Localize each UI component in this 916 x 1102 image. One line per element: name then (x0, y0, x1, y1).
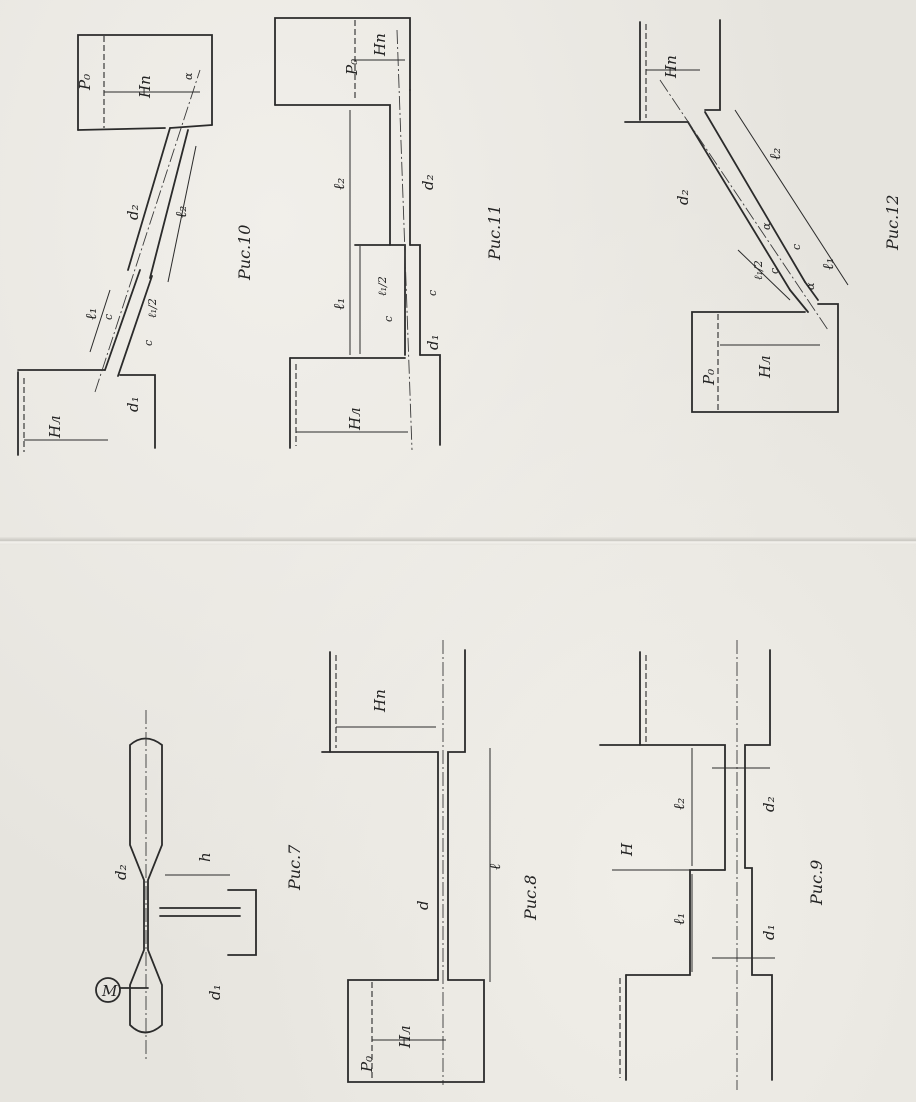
figure-7: M d₂ h d₁ Рис.7 (95, 710, 304, 1060)
svg-text:P₀: P₀ (700, 369, 718, 386)
svg-text:ℓ₁/2: ℓ₁/2 (376, 276, 389, 296)
figure-9: H ℓ₂ ℓ₁ d₂ d₁ Рис.9 (599, 640, 826, 1090)
svg-text:P₀: P₀ (343, 59, 361, 76)
caption-fig11: Рис.11 (485, 205, 504, 261)
motor-symbol (95, 977, 121, 1003)
manometer-vessel (227, 889, 257, 956)
svg-text:α: α (182, 72, 195, 80)
svg-text:ℓ₂: ℓ₂ (330, 178, 348, 190)
caption-fig7: Рис.7 (285, 844, 304, 891)
venturi-tube (129, 737, 163, 1034)
caption-fig10: Рис.10 (235, 225, 254, 281)
svg-text:d: d (414, 900, 432, 910)
svg-text:ℓ₁: ℓ₁ (82, 308, 100, 320)
svg-text:H: H (618, 842, 636, 857)
lower-reservoir-right (119, 374, 156, 449)
svg-text:Hп: Hп (662, 55, 680, 79)
figure-11: P₀ Hп ℓ₂ d₂ ℓ₁ ℓ₁/2 c c d₁ Hл Рис.11 (274, 17, 504, 451)
svg-text:d₂: d₂ (112, 864, 130, 880)
svg-text:h: h (196, 852, 214, 862)
svg-text:d₁: d₁ (206, 984, 224, 1000)
svg-text:P₀: P₀ (358, 1056, 376, 1073)
lower-tank (691, 303, 839, 413)
svg-text:d₂: d₂ (419, 174, 437, 190)
figure-10: P₀ Hп α Hл d₁ d₂ ℓ₂ ℓ₁ c c ℓ₁/2 Рис.10 (17, 34, 254, 456)
label-p0: P₀ (76, 74, 94, 91)
svg-text:Hл: Hл (396, 1025, 414, 1049)
svg-text:d₁: d₁ (124, 396, 142, 412)
svg-text:α: α (760, 222, 773, 230)
svg-text:c: c (768, 268, 781, 274)
svg-text:ℓ₁: ℓ₁ (819, 258, 837, 270)
svg-text:d₁: d₁ (424, 334, 442, 350)
figure-12: Hп d₂ ℓ₂ α c ℓ₁/2 c α ℓ₁ P₀ Hл Рис.12 (624, 19, 902, 413)
caption-fig12: Рис.12 (883, 195, 902, 251)
pipe-axis (94, 69, 201, 393)
upper-tank-wall (274, 17, 411, 106)
svg-text:ℓ₁: ℓ₁ (670, 913, 688, 925)
svg-text:c: c (102, 314, 115, 320)
caption-fig9: Рис.9 (807, 860, 826, 906)
lower-tank (347, 979, 485, 1083)
svg-text:ℓ₂: ℓ₂ (172, 206, 190, 218)
svg-text:ℓ₂: ℓ₂ (670, 798, 688, 810)
svg-text:d₂: d₂ (674, 189, 692, 205)
svg-text:Hл: Hл (756, 355, 774, 379)
svg-text:ℓ₂: ℓ₂ (766, 148, 784, 160)
figure-8: Hп d ℓ P₀ Hл Рис.8 (321, 640, 540, 1085)
svg-text:c: c (382, 316, 395, 322)
svg-text:Hп: Hп (371, 33, 389, 57)
svg-text:c: c (426, 290, 439, 296)
pipe-d2-top (127, 127, 171, 271)
svg-text:ℓ: ℓ (486, 864, 504, 870)
svg-text:Hп: Hп (371, 689, 389, 713)
svg-text:d₂: d₂ (124, 204, 142, 220)
svg-text:Hп: Hп (136, 75, 154, 99)
pipe-d1-bottom (117, 275, 153, 377)
svg-text:Hл: Hл (346, 407, 364, 431)
svg-text:d₂: d₂ (760, 796, 778, 812)
page-fold (0, 537, 916, 545)
svg-text:ℓ₁/2: ℓ₁/2 (146, 298, 159, 318)
svg-text:c: c (142, 340, 155, 346)
svg-text:ℓ₁/2: ℓ₁/2 (752, 260, 765, 280)
svg-text:α: α (804, 282, 817, 290)
pipe-d1-top (104, 269, 141, 371)
upper-tank-wall (77, 34, 213, 131)
caption-fig8: Рис.8 (521, 875, 540, 921)
svg-text:c: c (790, 244, 803, 250)
pipe-d2-bottom (149, 129, 189, 279)
svg-text:M: M (101, 982, 118, 1000)
svg-text:ℓ₁: ℓ₁ (330, 298, 348, 310)
svg-text:Hл: Hл (46, 415, 64, 439)
svg-text:d₁: d₁ (760, 924, 778, 940)
